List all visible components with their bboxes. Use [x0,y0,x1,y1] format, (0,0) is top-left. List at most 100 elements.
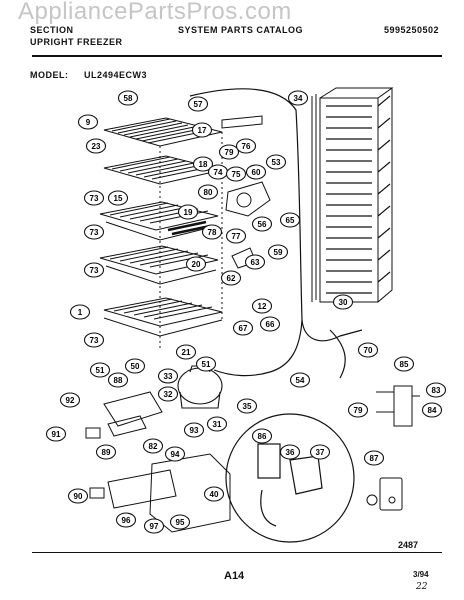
callout-bubble [251,298,273,314]
callout-number: 58 [124,94,133,103]
callout-bubble [259,316,281,332]
callout-bubble [157,386,179,402]
callout-number: 60 [252,168,261,177]
callout-bubble [206,416,228,432]
header-left-line2: UPRIGHT FREEZER [30,37,123,47]
callout-bubble [265,154,287,170]
callout-number: 19 [184,208,193,217]
callout-number: 73 [90,228,99,237]
callout-number: 40 [210,490,219,499]
callout-bubble [69,304,91,320]
date-code: 3/94 [413,570,429,579]
callout-bubble [332,294,354,310]
callout-number: 95 [176,518,185,527]
callout-bubble [225,228,247,244]
callout-number: 91 [52,430,61,439]
callout-bubble [115,512,137,528]
callout-number: 86 [258,432,267,441]
callout-bubble [143,518,165,534]
callout-bubble [347,402,369,418]
detail-circle [225,413,355,543]
callout-number: 57 [194,100,203,109]
callout-number: 9 [86,118,91,127]
callout-number: 66 [266,320,275,329]
callout-number: 51 [202,360,211,369]
callout-bubble [185,256,207,272]
callout-bubble [124,358,146,374]
callout-number: 51 [96,366,105,375]
callout-bubble [235,138,257,154]
callout-number: 90 [74,492,83,501]
callout-bubble [175,344,197,360]
callout-bubble [357,342,379,358]
watermark: AppliancePartsPros.com [18,0,292,25]
callout-number: 89 [102,448,111,457]
callout-bubble [197,184,219,200]
callout-number: 83 [432,386,441,395]
base-assembly [85,391,231,533]
callout-number: 34 [294,94,303,103]
callout-number: 63 [251,258,260,267]
callout-number: 21 [182,348,191,357]
callout-number: 37 [316,448,325,457]
callout-bubble [164,446,186,462]
callout-bubble [187,96,209,112]
callout-number: 73 [90,194,99,203]
callout-bubble [225,166,247,182]
callout-number: 36 [286,448,295,457]
callout-bubble [232,320,254,336]
shelf-4 [99,245,219,285]
callout-bubble [309,444,331,460]
callout-bubble [218,144,240,160]
callout-number: 79 [354,406,363,415]
callout-number: 54 [296,376,305,385]
callout-bubble [267,244,289,260]
callout-bubble [203,486,225,502]
callout-bubble [425,382,447,398]
callout-bubble [117,90,139,106]
condenser-coil [311,87,394,303]
callout-bubble [83,224,105,240]
callout-bubble [279,212,301,228]
callout-bubble [67,488,89,504]
compressor [177,365,223,409]
callout-bubble [83,190,105,206]
callout-bubble [85,138,107,154]
callout-bubble [191,122,213,138]
callout-number: 31 [213,420,222,429]
page-number: A14 [224,570,245,582]
callout-bubble [177,204,199,220]
callout-number: 32 [164,390,173,399]
callout-bubble [192,156,214,172]
callout-bubble [201,224,223,240]
callout-bubble [244,254,266,270]
callout-number: 1 [78,308,83,317]
callout-bubble [236,398,258,414]
callout-number: 70 [364,346,373,355]
callout-number: 56 [258,220,267,229]
refrigerant-tubing [189,88,363,379]
callout-number: 97 [150,522,159,531]
callout-number: 67 [239,324,248,333]
callout-bubble [287,90,309,106]
callout-number: 80 [204,188,213,197]
callout-number: 93 [190,426,199,435]
callout-number: 62 [227,274,236,283]
callout-number: 75 [232,170,241,179]
callout-number: 17 [198,126,207,135]
shelf-5 [103,297,223,337]
callout-bubble [169,514,191,530]
callout-bubble [289,372,311,388]
callout-bubble [83,262,105,278]
callout-bubble [251,216,273,232]
callout-number: 18 [199,160,208,169]
model-label: MODEL: [30,70,69,80]
callout-number: 53 [272,158,281,167]
callout-number: 15 [114,194,123,203]
callout-bubble [251,428,273,444]
callout-number: 76 [242,142,251,151]
fastener-detail [366,477,403,511]
callout-bubble [45,426,67,442]
shelves [99,117,223,350]
callout-number: 87 [370,454,379,463]
